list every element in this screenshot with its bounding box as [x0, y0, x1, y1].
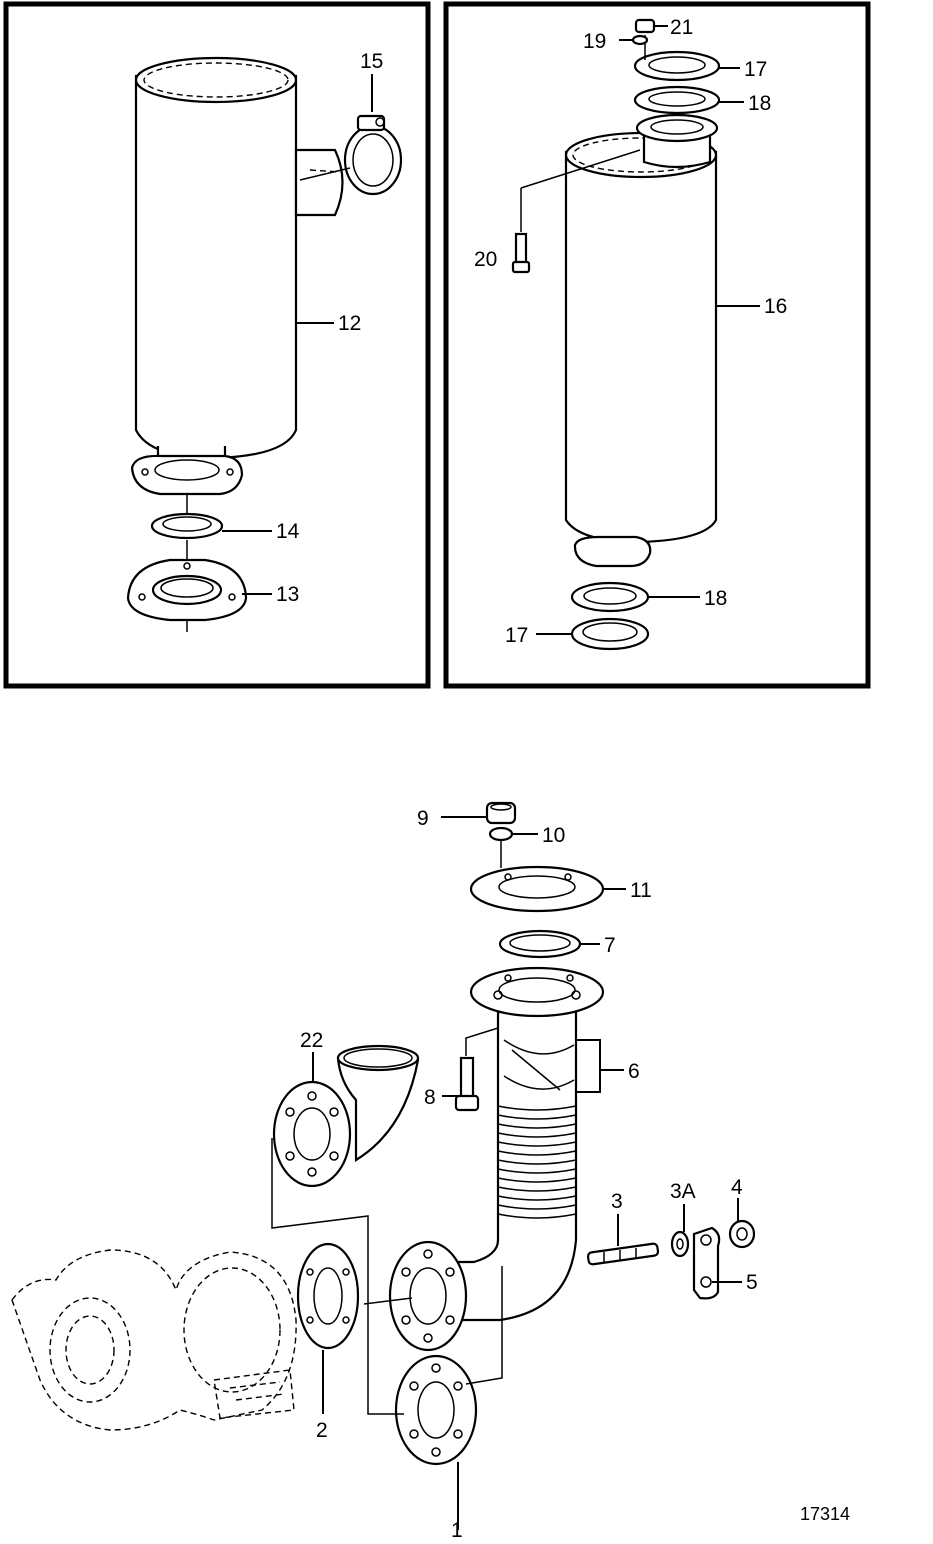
label-12: 12: [338, 312, 361, 335]
bellows-ring: [497, 1105, 577, 1111]
label-19: 19: [583, 30, 606, 53]
flange-13: [126, 540, 248, 632]
stud-3: [586, 1242, 660, 1266]
label-16: 16: [764, 295, 787, 318]
label-10: 10: [542, 824, 565, 847]
silencer-16: [564, 130, 718, 568]
flange-11: [469, 865, 605, 913]
label-9: 9: [417, 807, 429, 830]
bellows-ring: [497, 1150, 577, 1156]
lower-elbow-flange: [388, 1240, 468, 1352]
gasket-14: [150, 494, 224, 540]
label-2: 2: [316, 1419, 328, 1442]
washer-3a: [670, 1230, 690, 1258]
bolt-9: [485, 801, 517, 825]
label-6: 6: [628, 1060, 640, 1083]
label-21: 21: [670, 16, 693, 39]
label-18a: 18: [748, 92, 771, 115]
bottom-ring-17: [570, 617, 650, 651]
leader-6: [576, 1039, 624, 1093]
bottom-assembly: 9 10 11 7 6 8 22 3 3A 4 5 2 1: [11, 801, 758, 1542]
bellows-ring: [497, 1204, 577, 1210]
label-17b: 17: [505, 624, 528, 647]
washer-10: [488, 826, 514, 868]
label-18b: 18: [704, 587, 727, 610]
bellows-ring: [497, 1195, 577, 1201]
label-17a: 17: [744, 58, 767, 81]
nut-4: [728, 1219, 756, 1249]
bellows-ring: [497, 1132, 577, 1138]
bellows-6: [450, 966, 605, 1322]
elbow-22: [272, 1044, 420, 1188]
label-4: 4: [731, 1176, 743, 1199]
plate-5: [692, 1226, 721, 1300]
flange-1: [394, 1354, 478, 1466]
label-11: 11: [630, 879, 652, 902]
label-5: 5: [746, 1271, 758, 1294]
silencer-12: [130, 56, 344, 496]
label-3: 3: [611, 1190, 623, 1213]
bolt-20: [511, 149, 641, 274]
label-8: 8: [424, 1086, 436, 1109]
connector-1-elbow: [465, 1266, 503, 1385]
bolt-8: [454, 1027, 499, 1112]
top-flange-stack: [631, 18, 721, 143]
label-7: 7: [604, 934, 616, 957]
label-22: 22: [300, 1029, 323, 1052]
clamp-15: [299, 114, 403, 196]
panel-right: 19 21 17 18 20 16 18 17: [443, 1, 871, 689]
connector-22-1: [271, 1138, 404, 1415]
bellows-ring: [497, 1168, 577, 1174]
label-20: 20: [474, 248, 497, 271]
drawing-reference-number: 17314: [800, 1504, 850, 1524]
connector-2-flange: [363, 1297, 413, 1305]
gasket-7: [498, 929, 582, 959]
bellows-ring: [497, 1141, 577, 1147]
turbocharger-outline: [11, 1249, 297, 1431]
bellows-ring: [497, 1177, 577, 1183]
gasket-2: [296, 1242, 360, 1350]
panel-left: 12 14 13 15: [3, 1, 431, 689]
bellows-ring: [497, 1123, 577, 1129]
label-14: 14: [276, 520, 300, 543]
bellows-ring: [497, 1186, 577, 1192]
label-3a: 3A: [670, 1180, 696, 1203]
bellows-ring: [497, 1114, 577, 1120]
bottom-gasket-18: [570, 581, 650, 613]
bellows-ring: [497, 1159, 577, 1165]
bellows-ring: [497, 1213, 577, 1219]
label-13: 13: [276, 583, 299, 606]
label-1: 1: [451, 1519, 463, 1542]
label-15: 15: [360, 50, 383, 73]
